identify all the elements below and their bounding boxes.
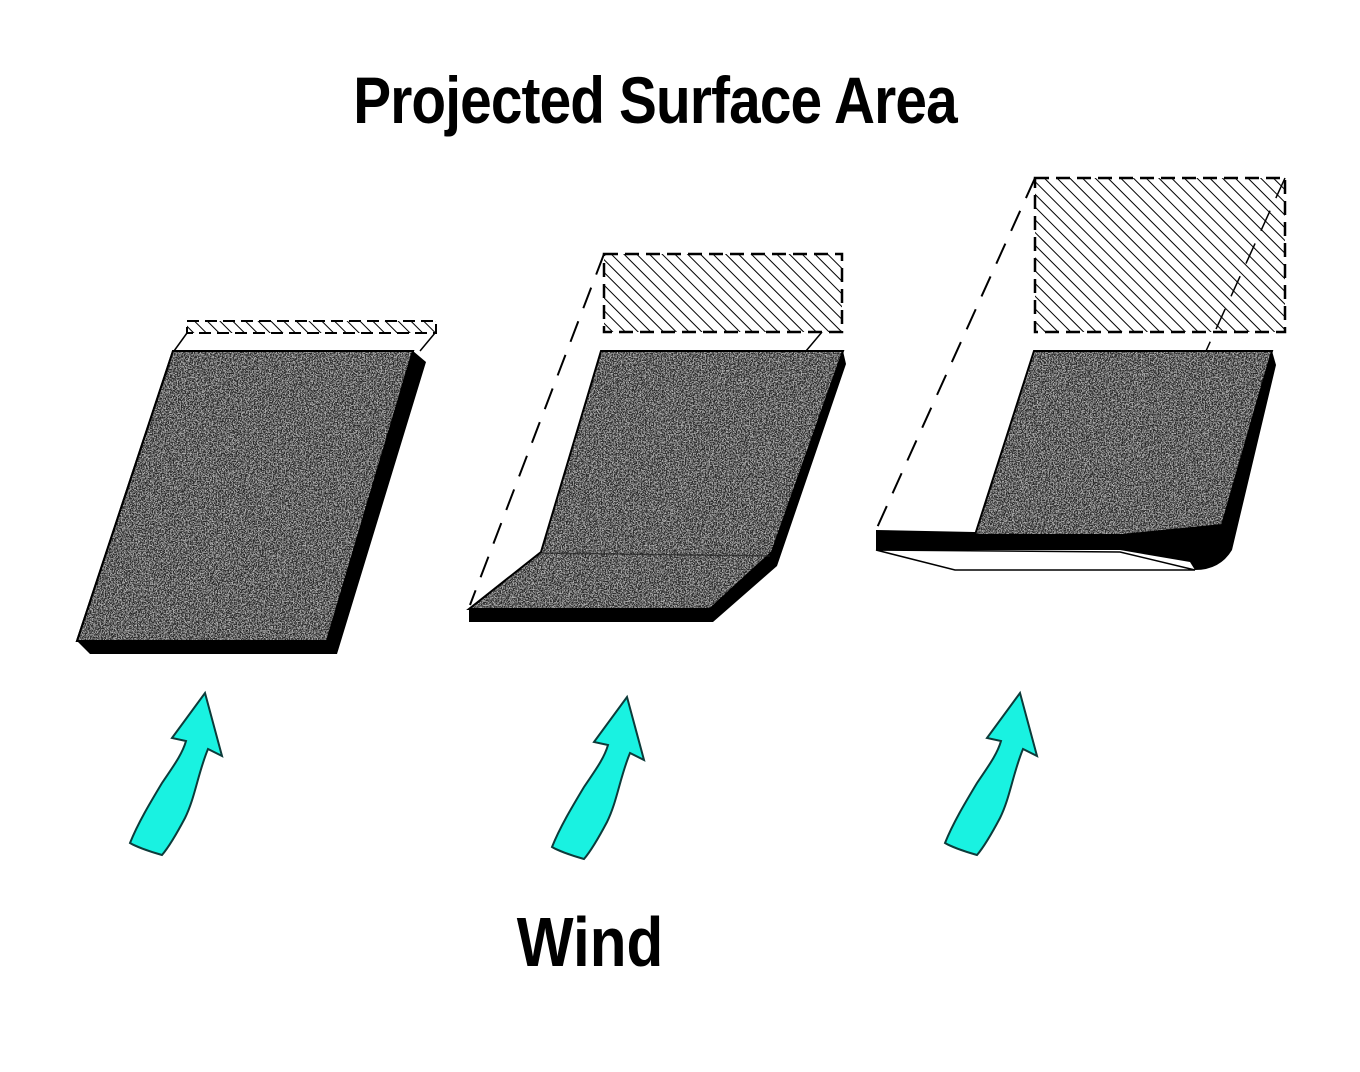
wind-arrow-icon [943,690,1039,857]
projected-area-bent [602,252,844,334]
wind-label: Wind [516,903,664,981]
projection-line-right [805,331,823,352]
sheet-edge-curled [876,351,1276,570]
projection-dash-left [469,253,605,606]
panel-curled-sheet [875,176,1287,571]
projection-line-right [1205,177,1286,352]
projected-area-flat [186,320,437,334]
projected-area-curled [1033,176,1287,334]
projection-dash-left [875,177,1036,531]
wind-arrow-icon [550,694,646,861]
panel-bent-sheet [466,252,846,622]
projection-line-left [173,332,188,352]
projection-line-right [419,332,436,352]
panel-flat-sheet [75,320,437,654]
wind-arrow-icon [128,690,224,857]
diagram-title: Projected Surface Area [353,63,957,137]
